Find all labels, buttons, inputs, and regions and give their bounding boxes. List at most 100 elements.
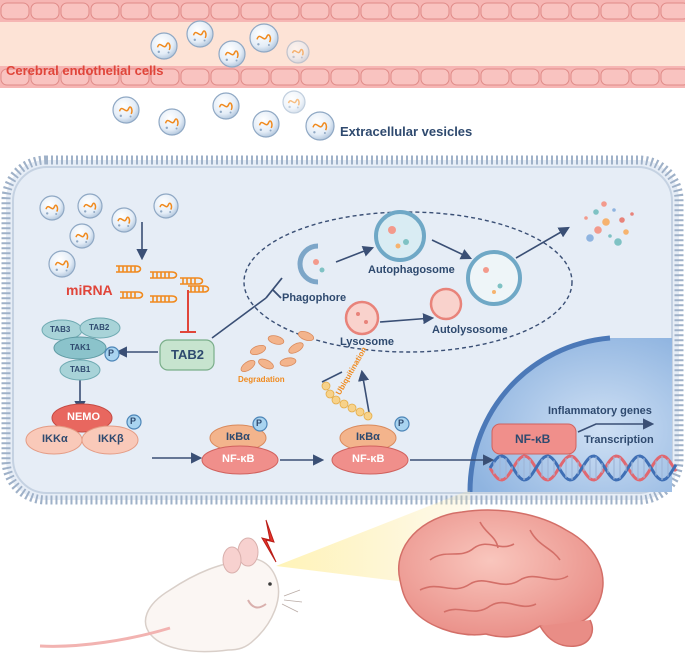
autophagosome-icon <box>374 210 426 262</box>
phospho-badge-tak <box>104 346 120 362</box>
endothelial-cell <box>210 68 240 86</box>
degraded-fragments <box>584 201 634 246</box>
vesicle-icon <box>252 110 280 138</box>
fragment <box>614 238 622 246</box>
endothelial-cell <box>480 68 510 86</box>
vesicle-icon <box>249 23 279 53</box>
endothelial-cell <box>330 68 360 86</box>
label-tab2: TAB2 <box>171 347 204 362</box>
label-nfkb-2: NF-κB <box>352 453 385 465</box>
endothelial-cell <box>90 68 120 86</box>
endothelial-cell <box>300 2 330 20</box>
label-nfkb-1: NF-κB <box>222 453 255 465</box>
endothelial-cell <box>420 68 450 86</box>
phagophore-icon <box>297 243 325 285</box>
label-ikkb: IKKβ <box>98 433 124 445</box>
fragment <box>608 234 612 238</box>
label-lysosome: Lysosome <box>340 336 395 348</box>
endothelial-cell <box>660 68 685 86</box>
tab2-box <box>159 339 215 371</box>
lysosome-icon <box>344 300 380 336</box>
endothelial-cell <box>600 68 630 86</box>
phospho-badge-ikba-2 <box>394 416 410 432</box>
label-inflammatory-genes: Inflammatory genes <box>548 405 652 417</box>
arrow-to-degradation <box>321 371 343 383</box>
phospho-label-ikk: P <box>130 416 137 426</box>
endothelial-cell <box>540 2 570 20</box>
ikba-nfkb-complex-2 <box>331 424 409 475</box>
endothelial-cell <box>480 2 510 20</box>
label-extracellular-vesicles: Extracellular vesicles <box>340 124 473 139</box>
endothelial-cell <box>270 2 300 20</box>
lightning-icon <box>260 519 277 563</box>
fragment <box>601 201 607 207</box>
autophagy-region <box>243 211 573 353</box>
endothelial-cell <box>570 2 600 20</box>
endothelial-cell <box>150 2 180 20</box>
fragment <box>586 234 594 242</box>
ikba-nfkb-complex-1 <box>201 424 279 475</box>
label-nfkb-nucleus: NF-κB <box>515 432 551 446</box>
label-tab2-complex: TAB2 <box>89 323 110 332</box>
brain-icon <box>397 509 604 648</box>
endothelial-cell <box>390 68 420 86</box>
endothelial-cell <box>0 2 30 20</box>
label-tak1: TAK1 <box>70 343 91 352</box>
fragment <box>602 218 610 226</box>
phospho-label-ikba-2: P <box>398 418 405 428</box>
inhibit-autophagy <box>265 277 283 299</box>
ubiquitin-chain <box>321 381 373 421</box>
fragment <box>619 217 625 223</box>
label-nemo: NEMO <box>67 411 100 423</box>
endothelial-cell <box>540 68 570 86</box>
vessel-wall <box>0 0 685 88</box>
endothelial-cell <box>30 2 60 20</box>
endothelial-cell <box>450 2 480 20</box>
mirna-hairpin-icon <box>116 265 210 303</box>
endothelial-cell <box>270 68 300 86</box>
label-mirna: miRNA <box>66 282 113 298</box>
endothelial-cell <box>600 2 630 20</box>
endothelial-cell <box>0 68 30 86</box>
label-ikka: IKKα <box>42 433 68 445</box>
endothelial-cell <box>660 2 685 20</box>
endothelial-cell <box>90 2 120 20</box>
label-phagophore: Phagophore <box>282 292 347 304</box>
vesicle-icon <box>286 40 310 64</box>
fragment <box>594 226 602 234</box>
phospho-label-tak: P <box>108 348 115 358</box>
endothelial-cell <box>510 68 540 86</box>
fragment <box>584 216 588 220</box>
label-autophagosome: Autophagosome <box>368 264 455 276</box>
vesicle-icon <box>218 40 246 68</box>
label-ikba-1: IκBα <box>226 431 250 443</box>
label-cerebral-endothelial-cells: Cerebral endothelial cells <box>6 63 164 78</box>
vesicle-icon <box>112 96 140 124</box>
endothelial-cell <box>180 68 210 86</box>
label-tab1: TAB1 <box>70 365 91 374</box>
label-tab3: TAB3 <box>50 325 71 334</box>
label-ikba-2: IκBα <box>356 431 380 443</box>
vesicle-icon <box>77 193 103 219</box>
arrow-tab2-to-autophagy <box>211 297 267 339</box>
autolysosome-icon <box>429 250 522 321</box>
vesicle-icon <box>186 20 214 48</box>
endothelial-cell <box>510 2 540 20</box>
endothelial-cell <box>150 68 180 86</box>
endothelial-cell <box>240 68 270 86</box>
dna-helix-icon <box>488 454 678 482</box>
phospho-label-ikba-1: P <box>256 418 263 428</box>
endothelial-cell <box>420 2 450 20</box>
vesicle-icon <box>150 32 178 60</box>
ikk-complex <box>25 403 139 455</box>
mouse-icon <box>39 537 303 653</box>
endothelial-cell <box>180 2 210 20</box>
arrow-transcription <box>577 418 655 433</box>
fragment <box>623 229 629 235</box>
endothelial-cell <box>330 2 360 20</box>
endothelial-cell <box>210 2 240 20</box>
endothelial-cell <box>240 2 270 20</box>
vesicle-icon <box>39 195 65 221</box>
endothelial-cell <box>30 68 60 86</box>
